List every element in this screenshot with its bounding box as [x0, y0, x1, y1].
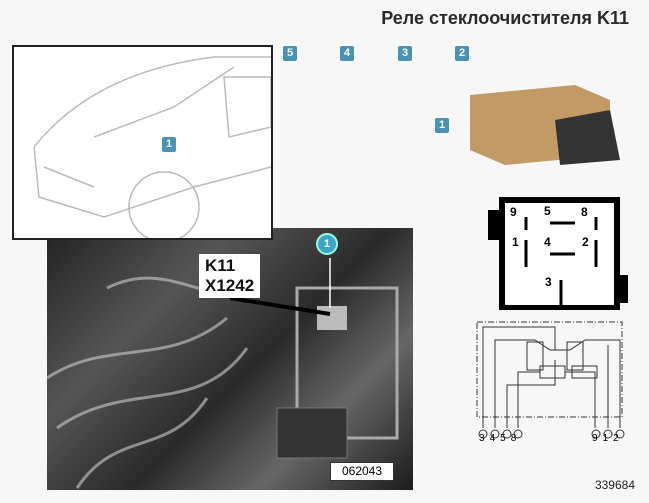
car-location-drawing: 1 [12, 45, 273, 243]
label-x1242: X1242 [205, 276, 255, 295]
pin-label: 3 [545, 275, 552, 289]
circuit-pins-right: 912 [592, 433, 624, 444]
callout-badge: 4 [340, 46, 354, 61]
component-label: K11 X1242 [199, 254, 261, 298]
circuit-schematic: 3458 912 [475, 320, 625, 445]
pin-label: 8 [581, 205, 588, 219]
circuit-pins-left: 3458 [479, 433, 521, 444]
figure-number: 339684 [594, 478, 635, 492]
callout-badge: 1 [435, 118, 449, 133]
pin-label: 3 [479, 433, 490, 444]
photo-code: 062043 [330, 462, 394, 481]
callout-badge: 2 [455, 46, 469, 61]
callout-circle: 1 [316, 233, 338, 255]
pin-label: 9 [592, 433, 603, 444]
relay-photo [460, 80, 625, 170]
pin-label: 9 [510, 205, 517, 219]
pin-label: 1 [602, 433, 614, 444]
pin-label: 1 [512, 235, 519, 249]
pin-label: 8 [510, 433, 522, 444]
pin-label: 2 [613, 433, 624, 444]
callout-badge: 1 [162, 137, 176, 152]
callout-badge: 5 [283, 46, 297, 61]
wire-harness-illustration [46, 258, 399, 489]
callout-badge: 3 [398, 46, 412, 61]
pin-label: 5 [500, 433, 511, 444]
pin-label: 5 [544, 204, 551, 218]
pin-label: 2 [582, 235, 589, 249]
pin-label: 4 [544, 235, 551, 249]
pin-label: 4 [489, 433, 501, 444]
label-k11: K11 [205, 256, 236, 275]
car-outline-icon [33, 56, 272, 243]
page-title: Реле стеклоочистителя K11 [381, 8, 629, 28]
pin-layout-diagram: 9 5 8 1 4 2 3 [488, 195, 628, 310]
